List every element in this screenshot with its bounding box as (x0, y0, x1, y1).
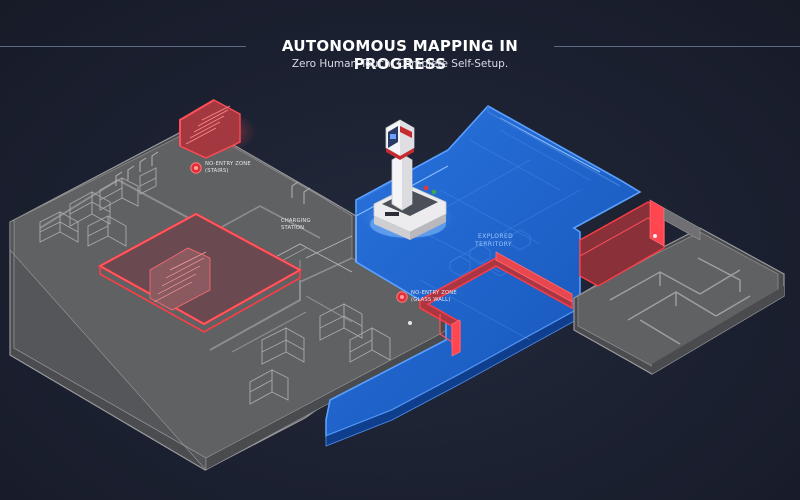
charging-posts (115, 151, 311, 204)
label-explored: EXPLORED TERRITORY (474, 233, 513, 248)
no-entry-zone-stairs-room (97, 212, 303, 333)
stairs-zone-line2: (STAIRS) (205, 168, 229, 174)
label-glass: NO-ENTRY ZONE (GLASS WALL) (396, 290, 457, 303)
glass-zone-line1: NO-ENTRY ZONE (411, 290, 457, 296)
mapping-robot (362, 119, 454, 240)
header: AUTONOMOUS MAPPING IN PROGRESS Zero Huma… (0, 36, 800, 76)
charging-line2: STATION (281, 225, 304, 231)
no-entry-zone-stairs-top (176, 99, 256, 159)
stairs-zone-line1: NO-ENTRY ZONE (205, 161, 251, 167)
label-charging: CHARGING STATION (281, 218, 311, 231)
header-rule-right (554, 46, 800, 47)
light-dot (408, 321, 412, 325)
explored-line2: TERRITORY (474, 241, 512, 248)
charging-line1: CHARGING (281, 218, 311, 224)
glass-zone-line2: (GLASS WALL) (411, 297, 450, 303)
right-building (573, 199, 785, 375)
no-entry-zone-glass-wall (419, 251, 573, 357)
explored-line1: EXPLORED (478, 233, 513, 240)
page-title: AUTONOMOUS MAPPING IN PROGRESS (281, 37, 519, 73)
label-stairs: NO-ENTRY ZONE (STAIRS) (190, 161, 251, 174)
header-rule-left (0, 46, 246, 47)
page-subtitle: Zero Human Touch, Complete Self-Setup. (291, 58, 509, 70)
